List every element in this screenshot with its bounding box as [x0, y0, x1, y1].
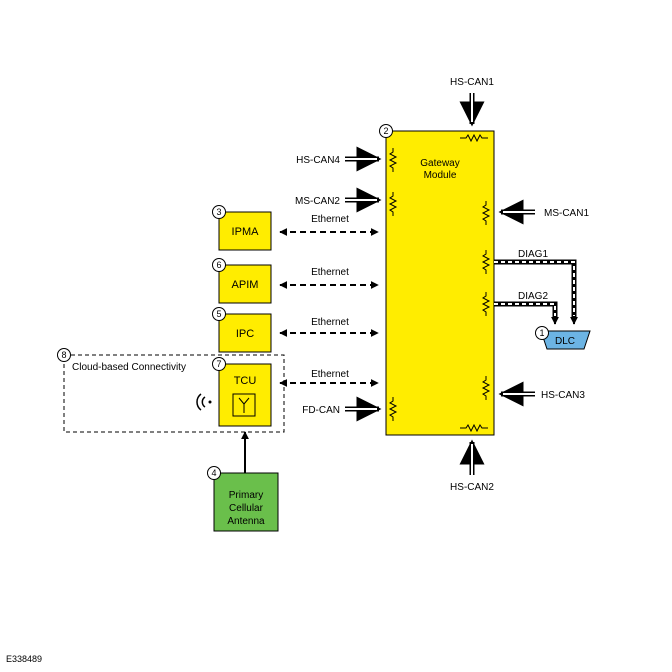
antenna-label-line1: Primary [229, 490, 263, 501]
hs-can1-label: HS-CAN1 [450, 77, 494, 88]
gateway-module-box [385, 130, 495, 436]
fd-can-label: FD-CAN [302, 405, 340, 416]
ethernet-apim-label: Ethernet [311, 267, 349, 278]
tcu-number: 7 [216, 359, 221, 369]
diag1-label: DIAG1 [518, 249, 548, 260]
ethernet-tcu-label: Ethernet [311, 369, 349, 380]
hs-can3-label: HS-CAN3 [541, 390, 585, 401]
ethernet-links [279, 228, 379, 387]
cloud-connectivity-label: Cloud-based Connectivity [72, 362, 186, 373]
apim-module-box [218, 264, 272, 304]
ipma-number-badge: 3 [212, 205, 226, 219]
gateway-label-line1: Gateway [420, 158, 459, 169]
termination-resistors [388, 133, 491, 433]
cloud-connectivity-boundary [63, 354, 285, 433]
tcu-label: TCU [234, 375, 257, 387]
antenna-module-box [213, 472, 279, 532]
dlc-connector [540, 330, 591, 350]
ethernet-ipma-label: Ethernet [311, 214, 349, 225]
antenna-label-line3: Antenna [227, 516, 265, 527]
can-bus-arrows [345, 93, 535, 475]
dlc-label: DLC [555, 336, 575, 347]
ipma-module-box [218, 211, 272, 251]
antenna-number: 4 [211, 468, 216, 478]
apim-number: 6 [216, 260, 221, 270]
cloud-number: 8 [61, 350, 66, 360]
gateway-label-line2: Module [424, 170, 457, 181]
antenna-label-line2: Cellular [229, 503, 264, 514]
apim-number-badge: 6 [212, 258, 226, 272]
hs-can4-label: HS-CAN4 [296, 155, 340, 166]
ipc-number-badge: 5 [212, 307, 226, 321]
dlc-number-badge: 1 [535, 326, 549, 340]
figure-id: E338489 [6, 654, 42, 664]
wireless-signal-icon [196, 393, 212, 411]
antenna-number-badge: 4 [207, 466, 221, 480]
gateway-number: 2 [383, 126, 388, 136]
diag-lines [494, 259, 578, 325]
gateway-number-badge: 2 [379, 124, 393, 138]
cloud-number-badge: 8 [57, 348, 71, 362]
ipma-label: IPMA [232, 226, 260, 238]
ipc-number: 5 [216, 309, 221, 319]
ipma-number: 3 [216, 207, 221, 217]
ipc-module-box [218, 313, 272, 353]
ms-can2-label: MS-CAN2 [295, 196, 340, 207]
tcu-number-badge: 7 [212, 357, 226, 371]
ms-can1-label: MS-CAN1 [544, 208, 589, 219]
ipc-label: IPC [236, 328, 254, 340]
antenna-symbol-icon [232, 393, 256, 417]
hs-can2-label: HS-CAN2 [450, 482, 494, 493]
ethernet-ipc-label: Ethernet [311, 317, 349, 328]
diag2-label: DIAG2 [518, 291, 548, 302]
apim-label: APIM [232, 279, 259, 291]
dlc-number: 1 [539, 328, 544, 338]
